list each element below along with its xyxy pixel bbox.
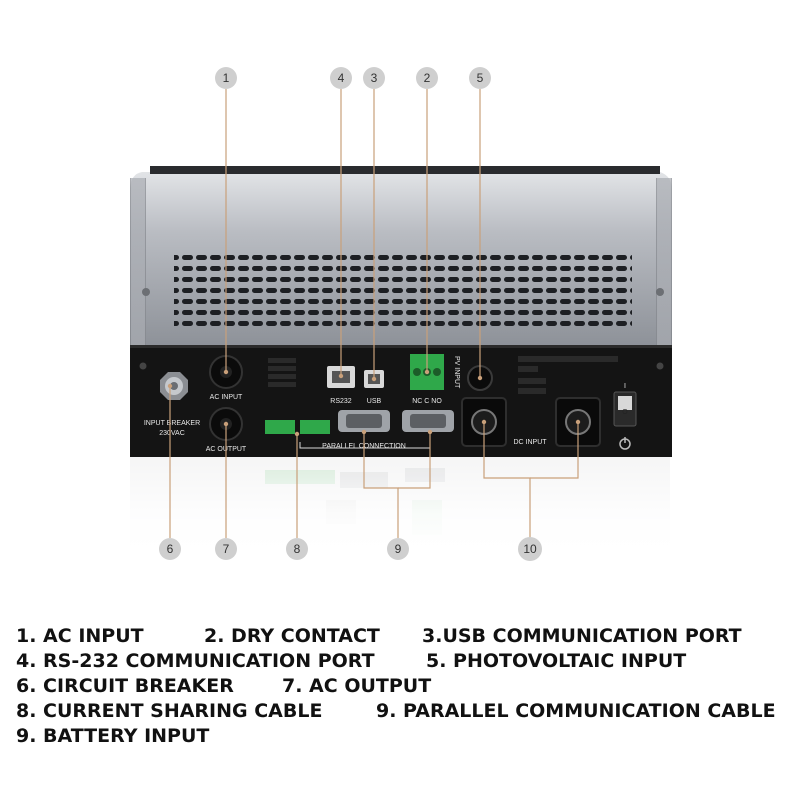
callout-9: 9 bbox=[387, 538, 409, 560]
current-sharing-terminal bbox=[265, 420, 295, 434]
legend-item: 9. BATTERY INPUT bbox=[16, 725, 210, 747]
breaker-rating-label: 230VAC bbox=[159, 430, 185, 437]
callout-2: 2 bbox=[416, 67, 438, 89]
rs232-label: RS232 bbox=[330, 398, 352, 405]
current-sharing-terminal bbox=[300, 420, 330, 434]
legend-item: 1. AC INPUT bbox=[16, 625, 144, 647]
legend-item: 4. RS-232 COMMUNICATION PORT bbox=[16, 650, 375, 672]
legend-row: 8. CURRENT SHARING CABLE 9. PARALLEL COM… bbox=[16, 699, 796, 724]
input-breaker bbox=[160, 372, 188, 400]
switch-off-label: O bbox=[622, 409, 628, 416]
legend-row: 9. BATTERY INPUT bbox=[16, 724, 796, 749]
callout-number: 9 bbox=[395, 542, 402, 556]
legend-row: 4. RS-232 COMMUNICATION PORT 5. PHOTOVOL… bbox=[16, 649, 796, 674]
callout-3: 3 bbox=[363, 67, 385, 89]
legend-item: 9. PARALLEL COMMUNICATION CABLE bbox=[376, 700, 776, 722]
panel-screw bbox=[139, 362, 147, 370]
callout-6: 6 bbox=[159, 538, 181, 560]
inverter-case bbox=[130, 166, 672, 345]
callout-number: 3 bbox=[371, 71, 378, 85]
legend-item: 2. DRY CONTACT bbox=[204, 625, 380, 647]
dry-contact-label: NC C NO bbox=[412, 398, 442, 405]
callout-4: 4 bbox=[330, 67, 352, 89]
vent-grille bbox=[174, 249, 632, 327]
callout-5: 5 bbox=[469, 67, 491, 89]
case-screw bbox=[656, 288, 664, 296]
callout-number: 4 bbox=[338, 71, 345, 85]
switch-on-label: I bbox=[624, 383, 626, 390]
panel-screw bbox=[656, 362, 664, 370]
legend-row: 1. AC INPUT 2. DRY CONTACT 3.USB COMMUNI… bbox=[16, 624, 796, 649]
component-legend: 1. AC INPUT 2. DRY CONTACT 3.USB COMMUNI… bbox=[16, 624, 796, 749]
legend-item: 3.USB COMMUNICATION PORT bbox=[422, 625, 742, 647]
ac-input-label: AC INPUT bbox=[210, 394, 243, 401]
dc-input-label: DC INPUT bbox=[513, 439, 547, 446]
floor-reflection bbox=[130, 456, 670, 551]
callout-number: 1 bbox=[223, 71, 230, 85]
callout-7: 7 bbox=[215, 538, 237, 560]
callout-number: 5 bbox=[477, 71, 484, 85]
usb-label: USB bbox=[367, 398, 382, 405]
legend-item: 6. CIRCUIT BREAKER bbox=[16, 675, 234, 697]
pv-input-label: PV INPUT bbox=[453, 356, 460, 389]
leader-lines bbox=[169, 89, 579, 538]
callout-number: 7 bbox=[223, 542, 230, 556]
legend-item: 5. PHOTOVOLTAIC INPUT bbox=[426, 650, 687, 672]
input-breaker-label: INPUT BREAKER bbox=[144, 420, 200, 427]
legend-row: 6. CIRCUIT BREAKER 7. AC OUTPUT bbox=[16, 674, 796, 699]
legend-item: 7. AC OUTPUT bbox=[282, 675, 432, 697]
callout-number: 10 bbox=[523, 542, 537, 556]
panel-slots bbox=[268, 356, 618, 394]
inverter-diagram: AC INPUT AC OUTPUT RS232 USB NC C NO PV … bbox=[130, 67, 672, 561]
case-screw bbox=[142, 288, 150, 296]
legend-item: 8. CURRENT SHARING CABLE bbox=[16, 700, 323, 722]
callout-number: 2 bbox=[424, 71, 431, 85]
callout-number: 8 bbox=[294, 542, 301, 556]
back-panel bbox=[130, 345, 672, 457]
callout-8: 8 bbox=[286, 538, 308, 560]
callout-10: 10 bbox=[518, 537, 542, 561]
callout-number: 6 bbox=[167, 542, 174, 556]
callout-1: 1 bbox=[215, 67, 237, 89]
